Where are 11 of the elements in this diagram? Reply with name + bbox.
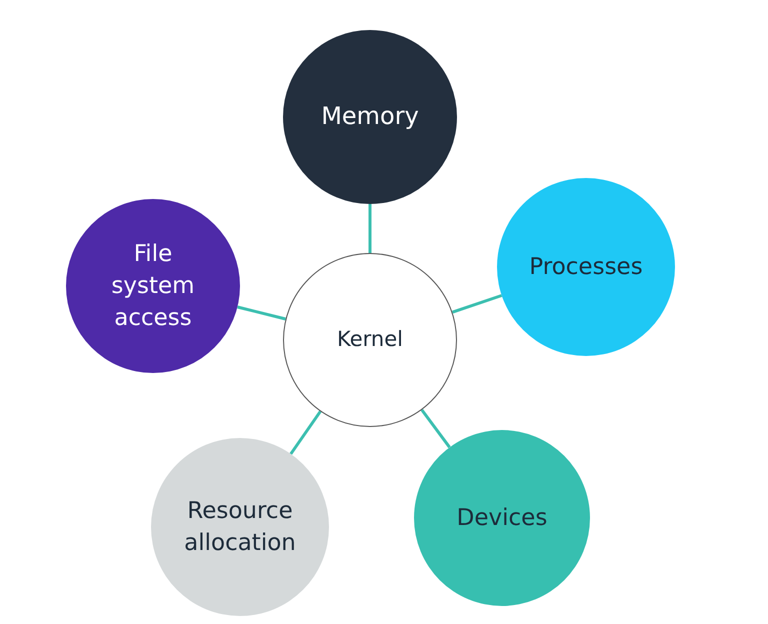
connector-line	[237, 306, 286, 320]
node-label: File system access	[110, 240, 196, 334]
connector-line	[452, 294, 502, 314]
node-label: Devices	[456, 504, 548, 533]
connector-line	[368, 204, 372, 253]
node-label: Memory	[321, 101, 419, 132]
connector-line	[420, 408, 451, 448]
node-label: Kernel	[337, 326, 403, 354]
connector-line	[290, 410, 322, 455]
node-label: Processes	[529, 252, 643, 282]
node-label: Resource allocation	[183, 496, 297, 558]
